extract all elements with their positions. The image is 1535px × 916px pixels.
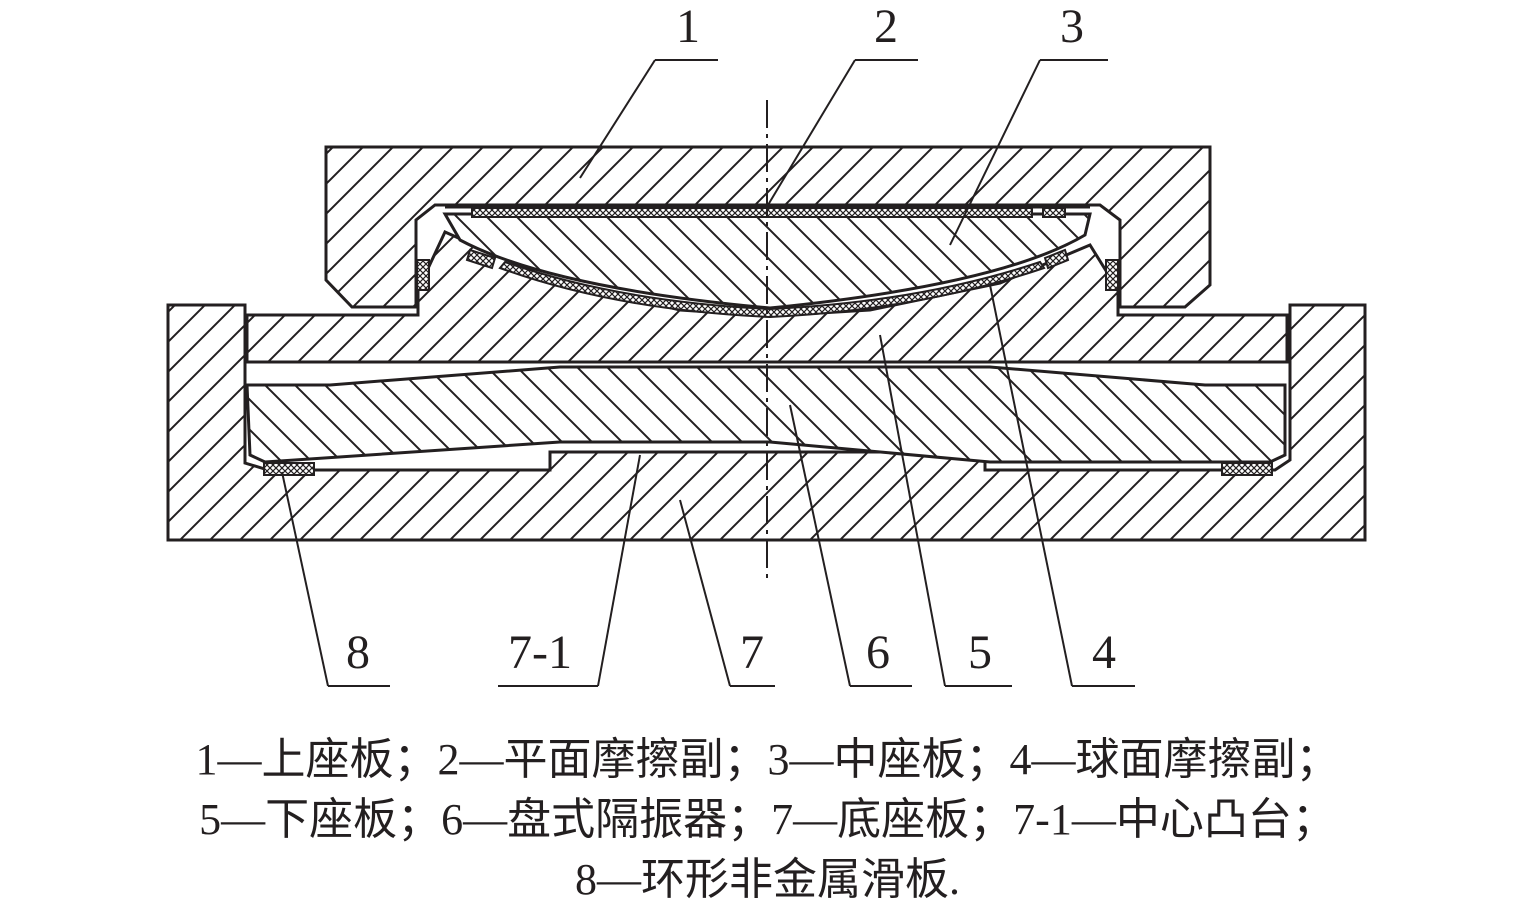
spherical-friction-pair-end-right — [1043, 248, 1070, 270]
caption-line-2: 5—下座板；6—盘式隔振器；7—底座板；7-1—中心凸台； — [199, 795, 1336, 844]
spherical-friction-pair-end-left — [465, 248, 497, 270]
flat-friction-pair — [471, 207, 1033, 218]
side-seal-left — [416, 259, 430, 291]
flat-friction-pair-end-right — [1042, 207, 1066, 218]
callout-1: 1 — [676, 0, 700, 53]
callout-7-1: 7-1 — [508, 626, 572, 679]
middle-seat-plate — [442, 212, 1092, 310]
bearing-cross-section-diagram: 1 2 3 8 7-1 7 6 5 4 — [166, 0, 1367, 687]
callout-4: 4 — [1092, 626, 1116, 679]
callout-8: 8 — [346, 626, 370, 679]
callout-2: 2 — [874, 0, 898, 53]
annular-sliding-plate-right — [1221, 462, 1273, 476]
caption-line-3: 8—环形非金属滑板. — [575, 855, 960, 904]
callout-5: 5 — [968, 626, 992, 679]
callout-3: 3 — [1060, 0, 1084, 53]
callout-6: 6 — [866, 626, 890, 679]
annular-sliding-plate-left — [263, 462, 315, 476]
spherical-friction-pair — [498, 260, 1046, 319]
leader-lines-bottom — [281, 284, 1135, 687]
upper-seat-plate — [324, 145, 1212, 309]
side-seal-right — [1105, 259, 1119, 291]
base-plate — [166, 303, 1367, 542]
caption-line-1: 1—上座板；2—平面摩擦副；3—中座板；4—球面摩擦副； — [195, 735, 1340, 784]
callout-7: 7 — [740, 626, 764, 679]
leader-lines-top — [579, 59, 1108, 246]
